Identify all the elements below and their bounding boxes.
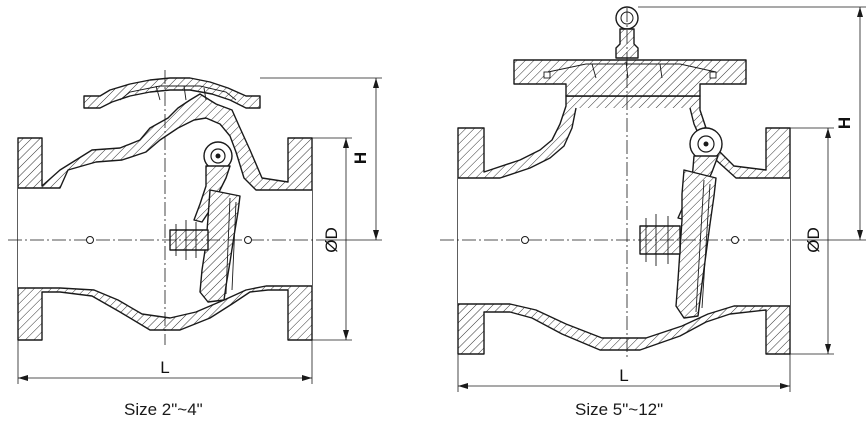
small-l-label: L: [160, 358, 169, 377]
large-valve-view: [457, 6, 791, 355]
large-diameter-label: ØD: [804, 227, 823, 253]
small-h-label: H: [351, 152, 370, 164]
large-valve-bonnet: [513, 59, 747, 97]
small-valve-bore: [18, 118, 312, 318]
small-valve-caption: Size 2"~4": [124, 400, 203, 419]
large-l-label: L: [619, 366, 628, 385]
small-valve-view: [17, 77, 313, 341]
large-h-label: H: [835, 117, 854, 129]
large-valve-caption: Size 5"~12": [575, 400, 664, 419]
small-diameter-label: ØD: [322, 227, 341, 253]
large-valve-disc: [675, 169, 717, 319]
small-valve-bonnet: [83, 77, 261, 109]
